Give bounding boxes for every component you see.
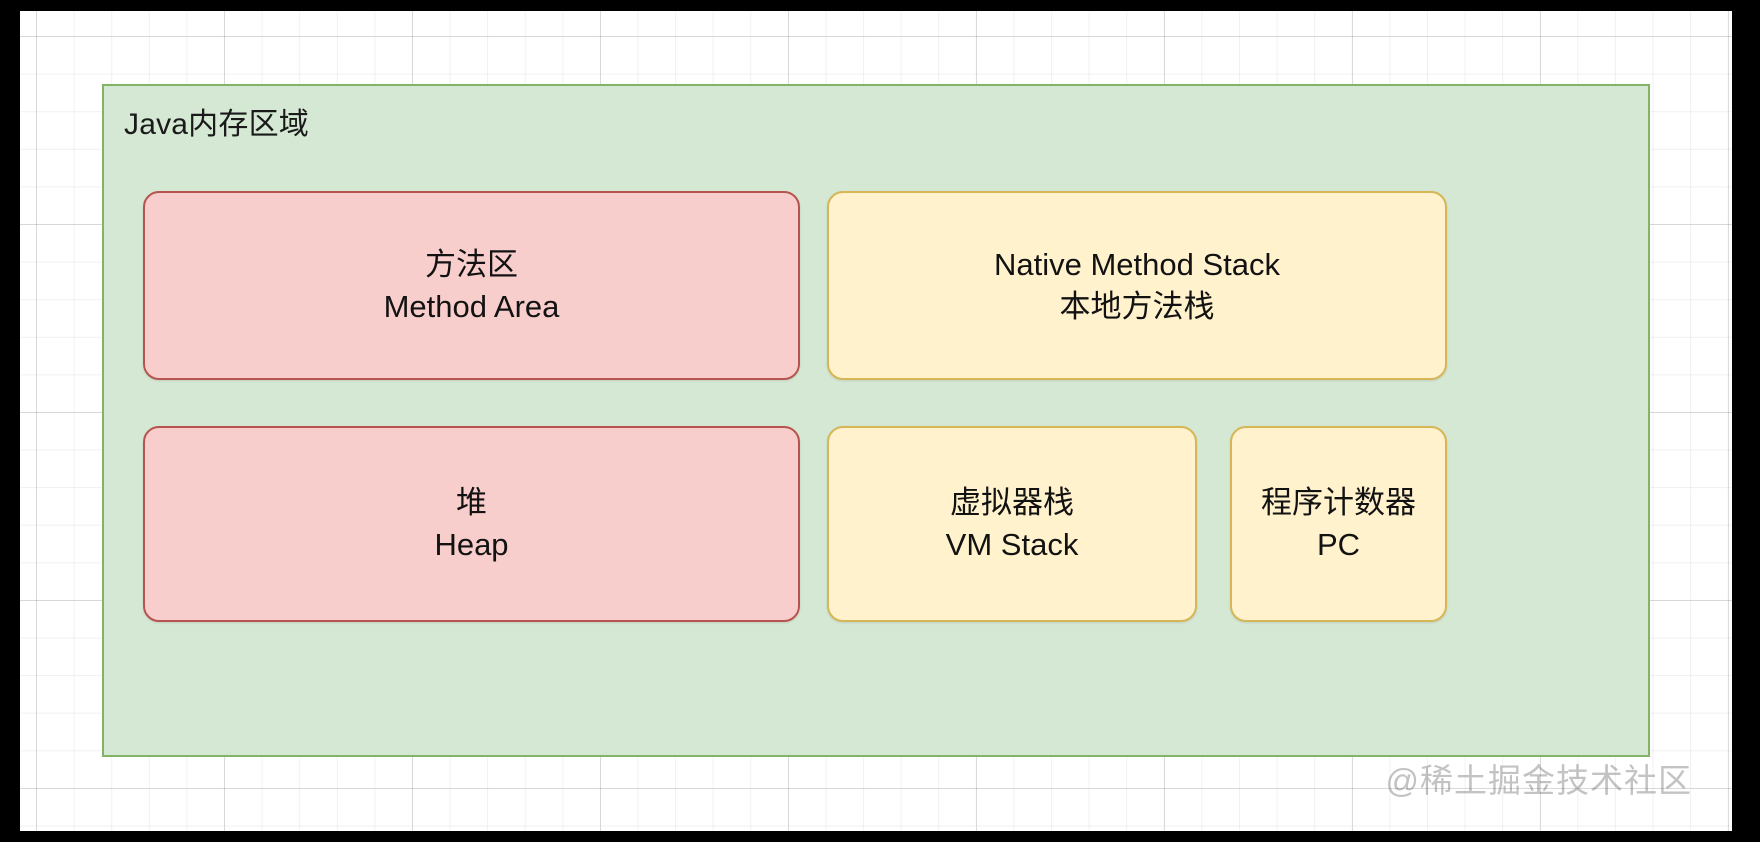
watermark: @稀土掘金技术社区 (1385, 762, 1692, 799)
program-counter-label-cn: 程序计数器 (1261, 485, 1416, 520)
memory-region-row-bottom: 堆 Heap 虚拟器栈 VM Stack 程序计数器 PC (104, 426, 1648, 622)
diagram-canvas: Java内存区域 方法区 Method Area Native Method S… (20, 11, 1732, 831)
method-area-label-en: Method Area (383, 288, 560, 324)
memory-region-native-method-stack: Native Method Stack 本地方法栈 (827, 191, 1447, 380)
vm-stack-label-en: VM Stack (945, 527, 1079, 562)
native-method-stack-label-en: Native Method Stack (993, 246, 1281, 282)
memory-region-program-counter: 程序计数器 PC (1230, 426, 1447, 622)
heap-label-en: Heap (434, 527, 509, 562)
memory-region-row-top: 方法区 Method Area Native Method Stack 本地方法… (104, 191, 1648, 380)
memory-region-vm-stack: 虚拟器栈 VM Stack (827, 426, 1197, 622)
memory-region-heap: 堆 Heap (143, 426, 800, 622)
native-method-stack-label-cn: 本地方法栈 (1059, 288, 1215, 324)
container-title: Java内存区域 (124, 108, 309, 141)
java-memory-area-container: Java内存区域 方法区 Method Area Native Method S… (102, 84, 1650, 757)
program-counter-label-en: PC (1316, 527, 1361, 562)
method-area-label-cn: 方法区 (425, 246, 518, 282)
vm-stack-label-cn: 虚拟器栈 (950, 485, 1074, 520)
heap-label-cn: 堆 (456, 485, 487, 520)
memory-region-method-area: 方法区 Method Area (143, 191, 800, 380)
